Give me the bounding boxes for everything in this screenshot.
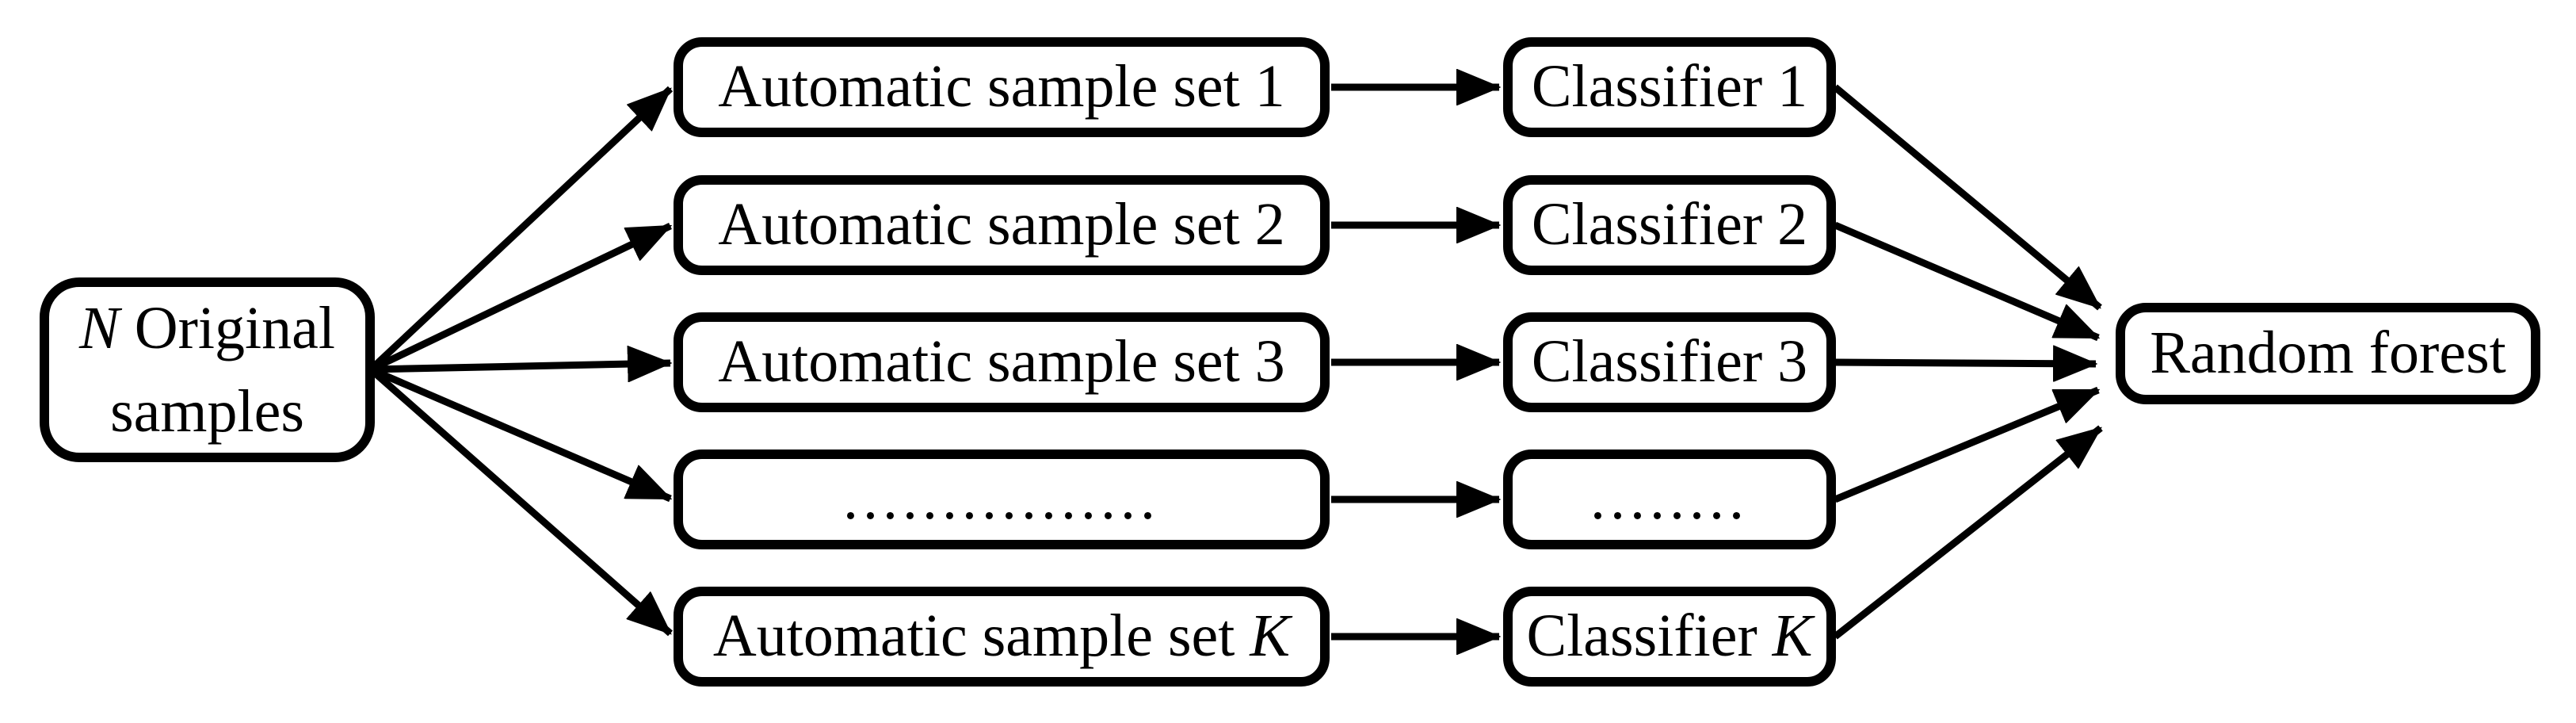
arrow-classifier-3-to-forest [1834,362,2096,364]
arrow-classifier-4-to-forest [1834,386,2098,503]
classifier-k-label: Classifier K [1526,602,1813,670]
sample-set-k-label: Automatic sample set K [712,602,1291,670]
sample-set-1-box: Automatic sample set 1 [674,37,1330,137]
classifier-ellipsis-box: ........ [1503,449,1836,549]
classifier-2-box: Classifier 2 [1503,175,1836,275]
arrow-classifier-2-to-forest [1834,221,2098,342]
sample-set-3-label: Automatic sample set 3 [718,328,1285,396]
arrow-source-to-sample-1 [368,86,674,373]
classifier-2-label: Classifier 2 [1531,191,1808,258]
classifier-1-box: Classifier 1 [1503,37,1836,137]
random-forest-label: Random forest [2150,319,2506,387]
sample-set-2-box: Automatic sample set 2 [674,175,1330,275]
classifier-3-label: Classifier 3 [1531,328,1808,396]
classifier-ellipsis-label: ........ [1590,465,1749,533]
sample-set-ellipsis-label: ................ [843,465,1160,533]
original-samples-label-line1: N Original [79,294,335,362]
arrow-classifier-5-to-forest [1833,425,2103,640]
arrow-source-to-sample-2 [369,222,670,373]
classifier-3-box: Classifier 3 [1503,312,1836,412]
original-samples-label-line2: samples [110,377,304,445]
sample-set-3-box: Automatic sample set 3 [674,312,1330,412]
sample-set-2-label: Automatic sample set 2 [718,191,1285,258]
sample-set-k-box: Automatic sample set K [674,587,1330,687]
variable-n: N [79,294,120,362]
sample-set-ellipsis-box: ................ [674,449,1330,549]
classifier-1-label: Classifier 1 [1531,53,1808,120]
random-forest-box: Random forest [2116,303,2540,404]
classifier-k-box: Classifier K [1503,587,1836,687]
arrow-source-to-sample-4 [369,365,670,503]
variable-k: K [1250,602,1291,670]
arrow-classifier-1-to-forest [1833,84,2102,311]
sample-set-1-label: Automatic sample set 1 [718,53,1285,120]
arrow-source-to-sample-3 [370,363,670,369]
original-samples-box: N Original samples [40,277,375,462]
variable-k: K [1772,602,1813,670]
arrow-source-to-sample-5 [368,366,673,637]
